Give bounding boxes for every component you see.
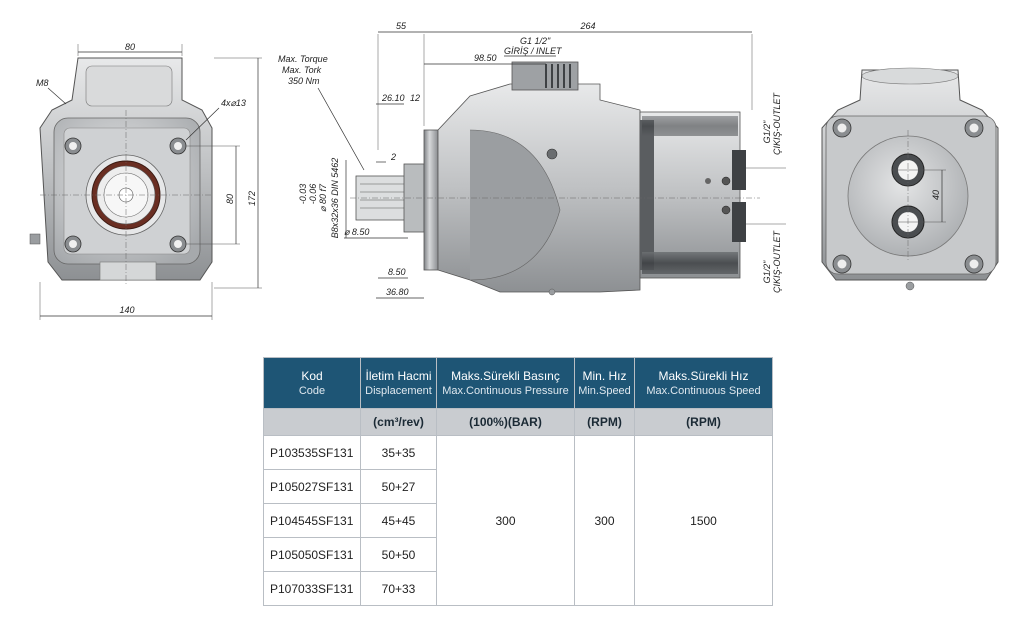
- cell-displacement: 45+45: [360, 503, 437, 538]
- outlet-label-1: ÇIKIŞ-OUTLET: [772, 91, 782, 155]
- table-row: P107033SF131 70+33: [263, 571, 773, 606]
- cell-displacement: 50+50: [360, 537, 437, 572]
- dim-12: 12: [410, 93, 420, 103]
- dim-36-80: 36.80: [386, 287, 409, 297]
- outlet-thread-1: G1/2": [762, 120, 772, 144]
- dim-98-50: 98.50: [474, 53, 497, 63]
- dim-40: 40: [931, 190, 941, 200]
- dim-264: 264: [579, 21, 595, 31]
- outlet-threads: [732, 150, 746, 242]
- tol-lower: -0.06: [308, 184, 318, 205]
- cell-pressure: 300: [436, 435, 575, 606]
- dim-26-10: 26.10: [381, 93, 405, 103]
- dim-front-height: 80: [225, 194, 235, 204]
- unit-code: [263, 408, 361, 436]
- dim-m8: M8: [36, 78, 49, 88]
- cell-code: P107033SF131: [263, 571, 361, 606]
- inlet-label: GİRİŞ / INLET: [504, 46, 563, 56]
- dim-front-width: 80: [125, 42, 135, 52]
- inlet-thread: [545, 64, 571, 88]
- unit-displacement: (cm³/rev): [360, 408, 437, 436]
- shaft-diameter: ⌀ 80 f7: [318, 183, 328, 212]
- table-row: P103535SF131 35+35 300 300 1500: [263, 435, 773, 606]
- unit-pressure: (100%)(BAR): [436, 408, 575, 436]
- cell-displacement: 35+35: [360, 435, 437, 470]
- technical-drawing: 80 M8 4x⌀13 80 172 140: [29, 21, 999, 320]
- tol-upper: -0.03: [298, 184, 308, 205]
- cell-displacement: 50+27: [360, 469, 437, 504]
- cell-code: P105027SF131: [263, 469, 361, 504]
- units-row: (cm³/rev) (100%)(BAR) (RPM) (RPM): [263, 408, 773, 436]
- torque-value: 350 Nm: [288, 76, 320, 86]
- torque-label-en: Max. Torque: [278, 54, 328, 64]
- rear-bolts: [832, 118, 984, 274]
- dim-2: 2: [390, 152, 396, 162]
- dim-holes: 4x⌀13: [221, 98, 246, 108]
- table-row: P104545SF131 45+45: [263, 503, 773, 538]
- cell-code: P103535SF131: [263, 435, 361, 470]
- dim-front-total-width: 140: [119, 305, 134, 315]
- torque-label-tr: Max. Tork: [282, 65, 322, 75]
- spline-spec: B8x32x36 DIN 5462: [330, 158, 340, 239]
- dim-front-total-height: 172: [247, 191, 257, 206]
- cell-code: P104545SF131: [263, 503, 361, 538]
- unit-min-speed: (RPM): [574, 408, 635, 436]
- cell-max-speed: 1500: [634, 435, 773, 606]
- front-view: 80 M8 4x⌀13 80 172 140: [29, 42, 262, 320]
- inlet-thread-label: G1 1/2": [520, 36, 551, 46]
- bolt-holes: [64, 137, 187, 253]
- dim-55: 55: [396, 21, 407, 31]
- outlet-thread-2: G1/2": [762, 260, 772, 284]
- cell-code: P105050SF131: [263, 537, 361, 572]
- cell-displacement: 70+33: [360, 571, 437, 606]
- outlet-label-2: ÇIKIŞ-OUTLET: [772, 229, 782, 293]
- cell-min-speed: 300: [574, 435, 635, 606]
- dim-8-50: 8.50: [388, 267, 406, 277]
- unit-max-speed: (RPM): [634, 408, 773, 436]
- rear-view: 40: [821, 67, 999, 291]
- dim-dia-8-50: ⌀ 8.50: [344, 227, 369, 237]
- side-view: 55 264 G1 1/2" GİRİŞ / INLET 98.50 Max. …: [278, 21, 786, 299]
